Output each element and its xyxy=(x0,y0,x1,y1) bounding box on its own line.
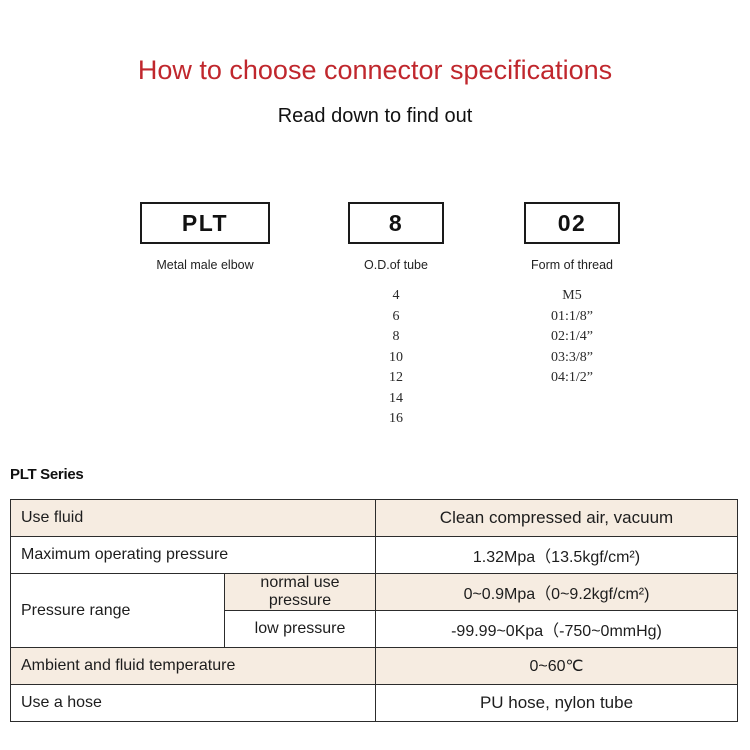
code-option: 10 xyxy=(389,349,403,365)
code-group-series: PLT Metal male elbow xyxy=(140,202,270,286)
code-options-thread-form: M5 01:1/8” 02:1/4” 03:3/8” 04:1/2” xyxy=(524,286,620,389)
code-breakdown-diagram: PLT Metal male elbow 8 O.D.of tube 4 6 8… xyxy=(140,202,620,430)
spec-label: Use a hose xyxy=(10,684,376,722)
code-box-thread-form: 02 xyxy=(524,202,620,244)
spec-table: Use fluid Clean compressed air, vacuum M… xyxy=(10,499,738,722)
spec-label: Use fluid xyxy=(10,499,376,537)
spec-value: 0~0.9Mpa（0~9.2kgf/cm²) xyxy=(375,573,738,611)
code-option: 8 xyxy=(392,329,400,344)
table-row: low pressure -99.99~0Kpa（-750~0mmHg) xyxy=(11,610,738,648)
spec-value: 1.32Mpa（13.5kgf/cm²) xyxy=(375,536,738,574)
code-options-tube-od: 4 6 8 10 12 14 16 xyxy=(348,286,444,430)
spec-label: Maximum operating pressure xyxy=(10,536,376,574)
code-box-series: PLT xyxy=(140,202,270,244)
code-caption-series: Metal male elbow xyxy=(156,258,254,272)
spec-label: Ambient and fluid temperature xyxy=(10,647,376,685)
code-box-tube-od: 8 xyxy=(348,202,444,244)
table-row: Maximum operating pressure 1.32Mpa（13.5k… xyxy=(10,536,738,574)
spec-section-heading: PLT Series xyxy=(10,466,84,483)
code-option: 01:1/8” xyxy=(551,308,593,324)
code-option: 04:1/2” xyxy=(551,370,593,385)
spec-value: 0~60℃ xyxy=(375,647,738,685)
code-option: 14 xyxy=(389,390,403,406)
spec-value: PU hose, nylon tube xyxy=(375,684,738,722)
code-option: 6 xyxy=(392,308,400,324)
code-option: 16 xyxy=(389,411,403,426)
code-group-thread-form: 02 Form of thread M5 01:1/8” 02:1/4” 03:… xyxy=(524,202,620,389)
code-option: M5 xyxy=(562,288,582,303)
page-subtitle: Read down to find out xyxy=(277,105,473,127)
code-box-tube-od-value: 8 xyxy=(388,209,404,236)
code-option: 12 xyxy=(389,370,403,385)
code-caption-thread-form: Form of thread xyxy=(531,258,613,272)
table-row: Pressure range normal use pressure 0~0.9… xyxy=(10,573,738,648)
spec-value: Clean compressed air, vacuum xyxy=(375,499,738,537)
table-row: Use a hose PU hose, nylon tube xyxy=(10,684,738,722)
code-option: 02:1/4” xyxy=(551,329,593,344)
spec-sublabel: low pressure xyxy=(224,610,376,648)
table-row: Use fluid Clean compressed air, vacuum xyxy=(10,499,738,537)
code-group-tube-od: 8 O.D.of tube 4 6 8 10 12 14 16 xyxy=(348,202,444,430)
code-option: 4 xyxy=(392,288,400,303)
table-row: Ambient and fluid temperature 0~60℃ xyxy=(10,647,738,685)
code-box-thread-form-value: 02 xyxy=(557,209,587,236)
spec-table-container: Use fluid Clean compressed air, vacuum M… xyxy=(10,499,738,722)
page-title: How to choose connector specifications xyxy=(137,55,613,85)
code-box-series-value: PLT xyxy=(181,209,229,236)
code-option: 03:3/8” xyxy=(551,349,593,365)
spec-label: Pressure range xyxy=(10,573,225,648)
code-caption-tube-od: O.D.of tube xyxy=(364,258,428,272)
spec-sublabel: normal use pressure xyxy=(224,573,376,611)
spec-value: -99.99~0Kpa（-750~0mmHg) xyxy=(375,610,738,648)
